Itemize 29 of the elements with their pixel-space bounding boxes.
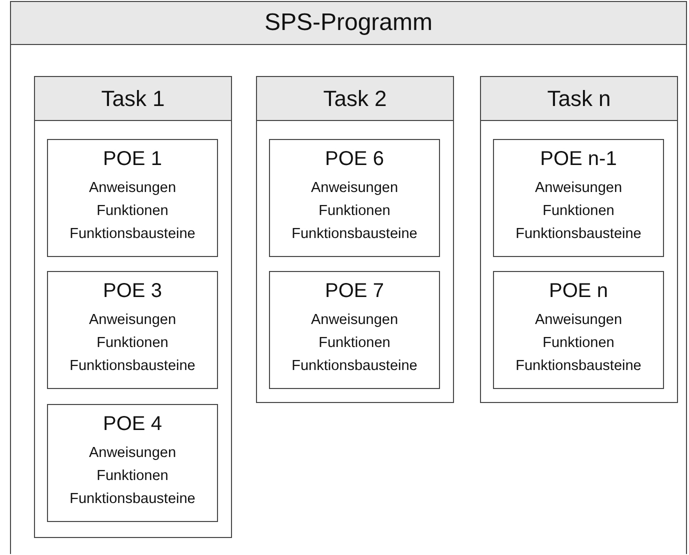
poe-box — [493, 139, 664, 257]
poe-title: POE 6 — [325, 148, 384, 171]
task-box — [34, 76, 232, 538]
poe-title: POE n — [549, 280, 608, 303]
program-frame — [10, 1, 687, 554]
task-title: Task 1 — [101, 86, 165, 112]
poe-box — [269, 271, 440, 389]
task-title: Task 2 — [323, 86, 387, 112]
poe-title: POE 7 — [325, 280, 384, 303]
poe-contents: Anweisungen Funktionen Funktionsbausteine — [70, 311, 196, 376]
poe-title: POE n-1 — [540, 148, 617, 171]
poe-contents: Anweisungen Funktionen Funktionsbausteine — [292, 311, 418, 376]
poe-contents: Anweisungen Funktionen Funktionsbausteine — [70, 444, 196, 509]
poe-box — [47, 404, 218, 522]
poe-contents: Anweisungen Funktionen Funktionsbausteine — [516, 179, 642, 244]
program-title: SPS-Programm — [264, 9, 433, 37]
poe-contents: Anweisungen Funktionen Funktionsbausteine — [70, 179, 196, 244]
poe-title: POE 4 — [103, 413, 162, 436]
poe-box — [269, 139, 440, 257]
task-title: Task n — [547, 86, 611, 112]
poe-contents: Anweisungen Funktionen Funktionsbausteine — [292, 179, 418, 244]
poe-box — [47, 271, 218, 389]
task-box — [256, 76, 454, 403]
task-box — [480, 76, 678, 403]
poe-box — [47, 139, 218, 257]
poe-contents: Anweisungen Funktionen Funktionsbausteine — [516, 311, 642, 376]
poe-title: POE 1 — [103, 148, 162, 171]
poe-box — [493, 271, 664, 389]
poe-title: POE 3 — [103, 280, 162, 303]
